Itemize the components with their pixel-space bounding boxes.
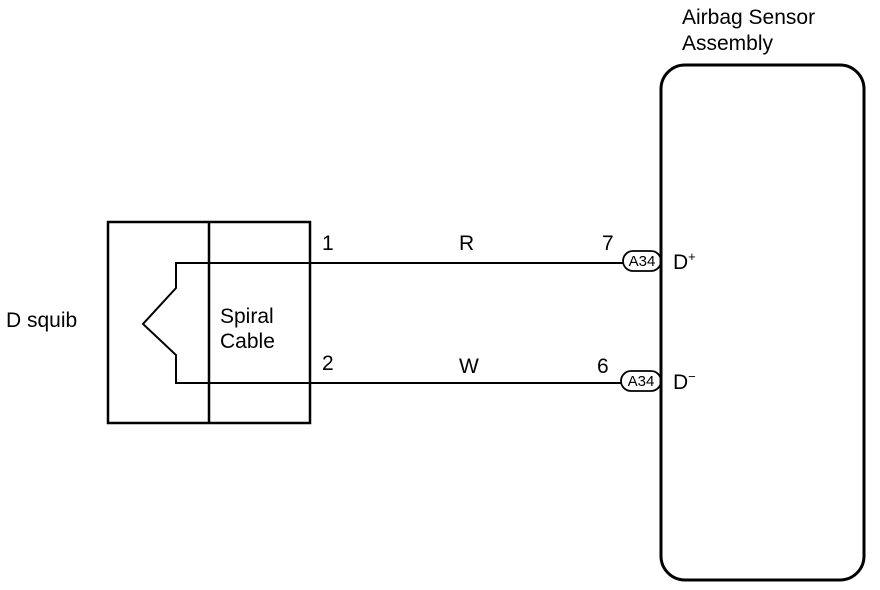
sensor-terminal-d-minus: D− (673, 369, 696, 394)
connector-a34-top (622, 250, 662, 272)
wire-r-color-label: R (459, 232, 474, 255)
spiral-cable-label-line1: Spiral (220, 305, 274, 328)
sensor-terminal-d-plus: D+ (673, 249, 696, 274)
sensor-title-line2: Assembly (682, 32, 774, 55)
connector-a34-bottom (620, 370, 662, 392)
wire-w-color-label: W (459, 355, 479, 378)
spiral-cable-label-line2: Cable (220, 330, 275, 353)
squib-label: D squib (6, 309, 77, 332)
wire-r-pin-right: 7 (602, 232, 614, 255)
connector-a34-bottom-label: A34 (628, 373, 655, 390)
airbag-sensor-assembly-box (659, 63, 866, 582)
wire-r-pin-left: 1 (322, 232, 334, 255)
connector-a34-top-label: A34 (629, 253, 656, 270)
wire-w-pin-right: 6 (597, 355, 609, 378)
sensor-title-line1: Airbag Sensor (682, 6, 815, 29)
wire-w-pin-left: 2 (322, 352, 334, 375)
squib-element (141, 262, 310, 384)
